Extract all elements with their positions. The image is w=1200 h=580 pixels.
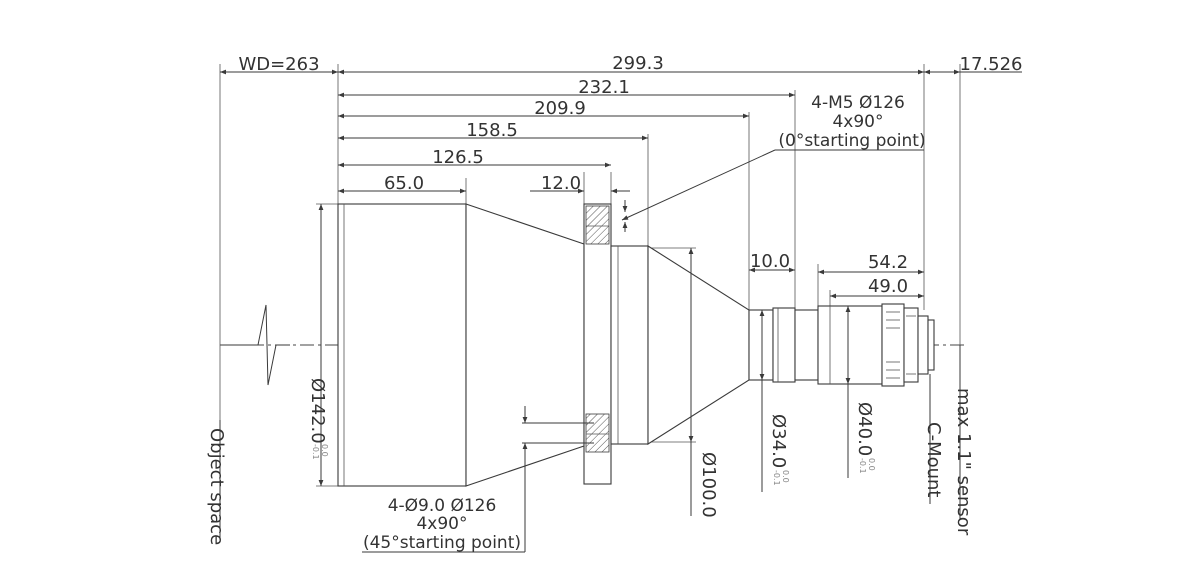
wd-label: WD=263 — [238, 54, 319, 75]
m5-callout-line2: 4x90° — [832, 112, 883, 132]
dia-142-label: Ø142.0 — [307, 378, 328, 444]
dia-100-group: Ø100.0 — [698, 452, 719, 518]
dia-34-label: Ø34.0 — [768, 414, 789, 468]
object-space-label: Object space — [206, 428, 227, 545]
rear-taper — [647, 245, 750, 445]
hole-callout: 4-Ø9.0 Ø126 4x90° (45°starting point) — [363, 496, 521, 553]
lens-body — [337, 203, 935, 487]
rear-tube — [748, 309, 774, 381]
hole-callout-line3: (45°starting point) — [363, 533, 521, 553]
dia-34-tol-top: 0.0 — [781, 470, 790, 483]
dia-142-group: Ø142.0 0.0 -0.1 — [307, 378, 329, 460]
hole-callout-line1: 4-Ø9.0 Ø126 — [388, 496, 497, 516]
break-symbol — [220, 304, 290, 386]
dim-65-label: 65.0 — [384, 173, 424, 194]
dim-126-label: 126.5 — [432, 147, 484, 168]
back-focus-label: 17.526 — [960, 54, 1023, 75]
knurled-ring — [881, 303, 905, 387]
dia-34-tol-bot: -0.1 — [772, 470, 781, 486]
dia-40-label: Ø40.0 — [854, 402, 875, 456]
m5-callout-line1: 4-M5 Ø126 — [811, 93, 905, 113]
iris-barrel — [817, 305, 883, 385]
m5-callout-line3: (0°starting point) — [778, 131, 925, 151]
dia-40-group: Ø40.0 0.0 -0.1 — [854, 402, 876, 474]
dia-100-label: Ø100.0 — [698, 452, 719, 518]
dim-12-label: 12.0 — [541, 173, 581, 194]
front-barrel — [337, 203, 467, 487]
c-mount-thread — [917, 315, 929, 375]
c-mount-label: C-Mount — [923, 422, 944, 497]
sensor-label: max 1.1" sensor — [953, 388, 974, 536]
dim-158-label: 158.5 — [466, 120, 518, 141]
leader-lines — [362, 149, 924, 553]
collar — [610, 245, 649, 445]
dim-10-label: 10.0 — [750, 251, 790, 272]
dia-34-group: Ø34.0 0.0 -0.1 — [768, 414, 790, 486]
m5-callout: 4-M5 Ø126 4x90° (0°starting point) — [778, 93, 925, 151]
dim-54-label: 54.2 — [868, 252, 908, 273]
diameter-dimension-lines — [219, 204, 961, 540]
dim-232-label: 232.1 — [578, 77, 630, 98]
dia-142-tol-top: 0.0 — [320, 444, 329, 457]
hole-callout-line2: 4x90° — [416, 514, 467, 534]
dia-40-tol-bot: -0.1 — [858, 458, 867, 474]
dim-49-label: 49.0 — [868, 276, 908, 297]
dia-142-tol-bot: -0.1 — [311, 444, 320, 460]
total-length-label: 299.3 — [612, 53, 664, 74]
dia-40-tol-top: 0.0 — [867, 458, 876, 471]
dim-209-label: 209.9 — [534, 98, 586, 119]
horizontal-dimension-lines — [220, 69, 1022, 299]
